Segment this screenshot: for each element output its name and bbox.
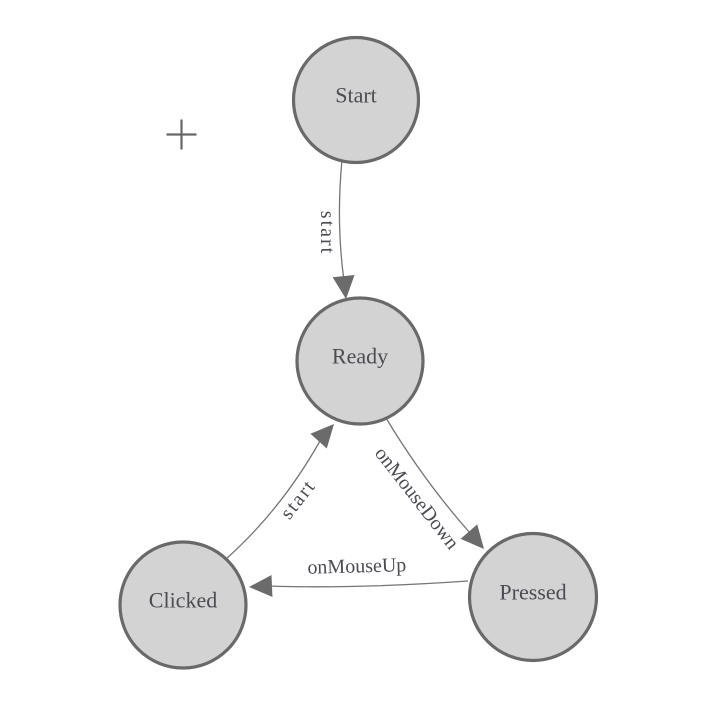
arrowhead-icon xyxy=(332,274,355,299)
state-node-ready[interactable]: Ready xyxy=(295,296,425,426)
state-node-label: Ready xyxy=(332,344,388,369)
arrowhead-icon xyxy=(249,575,273,597)
arrowhead-icon xyxy=(310,424,334,449)
edge-clicked-to-ready[interactable] xyxy=(225,440,321,560)
edge-label-onmouseup: onMouseUp xyxy=(307,554,406,579)
edge-label-onmousedown: onMouseDown xyxy=(370,443,463,554)
state-circle[interactable] xyxy=(118,540,248,670)
state-node-label: Start xyxy=(335,83,377,108)
arrowhead-icon xyxy=(460,524,484,549)
edge-ready-to-pressed[interactable] xyxy=(385,417,471,534)
edge-label-start-left: start xyxy=(276,475,321,524)
edge-pressed-to-clicked[interactable] xyxy=(267,580,469,588)
state-circle[interactable] xyxy=(295,296,425,426)
state-circle[interactable] xyxy=(291,35,421,165)
crosshair-icon xyxy=(166,119,197,150)
state-node-pressed[interactable]: Pressed xyxy=(467,531,599,663)
state-node-start[interactable]: Start xyxy=(291,35,421,165)
state-node-clicked[interactable]: Clicked xyxy=(118,540,248,670)
edge-label-start-top: start xyxy=(316,211,338,255)
edge-start-to-ready[interactable] xyxy=(338,159,345,282)
state-node-label: Pressed xyxy=(499,580,566,605)
state-node-label: Clicked xyxy=(149,588,217,613)
state-circle[interactable] xyxy=(467,531,599,663)
